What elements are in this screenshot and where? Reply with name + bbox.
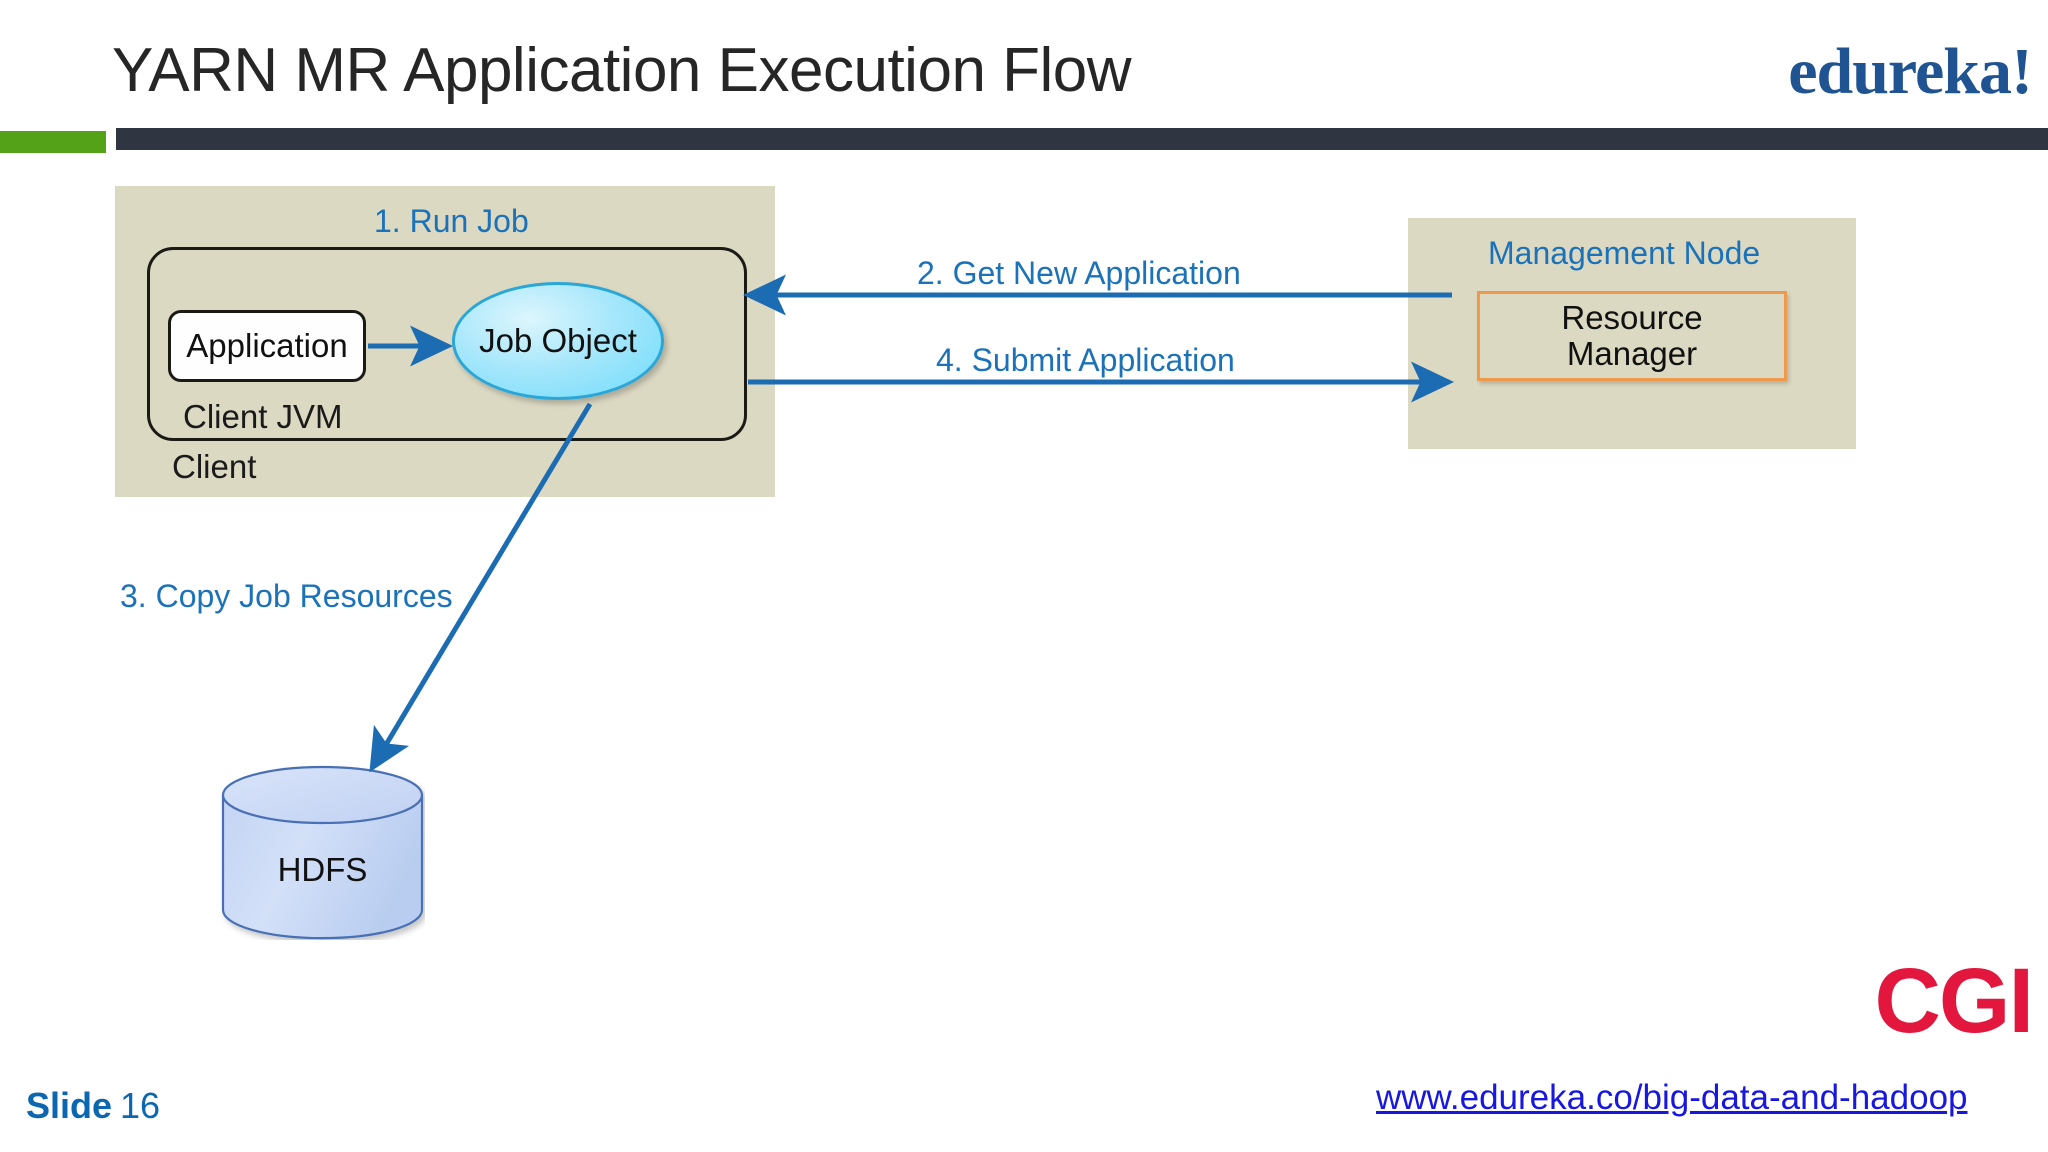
resource-manager-node[interactable]: Resource Manager bbox=[1477, 291, 1787, 381]
flow-label-run-job: 1. Run Job bbox=[374, 203, 529, 239]
page-title: YARN MR Application Execution Flow bbox=[112, 36, 1132, 105]
resource-manager-line-2: Manager bbox=[1566, 335, 1698, 372]
slide-number-label: Slide bbox=[26, 1085, 113, 1126]
application-node[interactable]: Application bbox=[168, 310, 366, 382]
header-rule-navy bbox=[116, 128, 2048, 150]
cgi-logo: CGI bbox=[1874, 950, 2034, 1052]
flow-label-copy-job-resources: 3. Copy Job Resources bbox=[120, 578, 453, 614]
flow-label-submit-application: 4. Submit Application bbox=[936, 342, 1235, 378]
management-node-title: Management Node bbox=[1488, 235, 1761, 271]
footer-url-link[interactable]: www.edureka.co/big-data-and-hadoop bbox=[1376, 1078, 1968, 1117]
resource-manager-line-1: Resource bbox=[1561, 299, 1703, 337]
hdfs-cylinder-icon[interactable] bbox=[220, 765, 425, 940]
header-accent-bar-green bbox=[0, 131, 106, 153]
client-panel-label: Client bbox=[172, 448, 257, 485]
edureka-logo: edureka! bbox=[1788, 35, 2033, 108]
flow-label-get-new-application: 2. Get New Application bbox=[917, 255, 1241, 291]
client-jvm-label: Client JVM bbox=[183, 398, 343, 435]
slide-number-value: 16 bbox=[120, 1085, 161, 1126]
job-object-node[interactable]: Job Object bbox=[452, 282, 664, 400]
